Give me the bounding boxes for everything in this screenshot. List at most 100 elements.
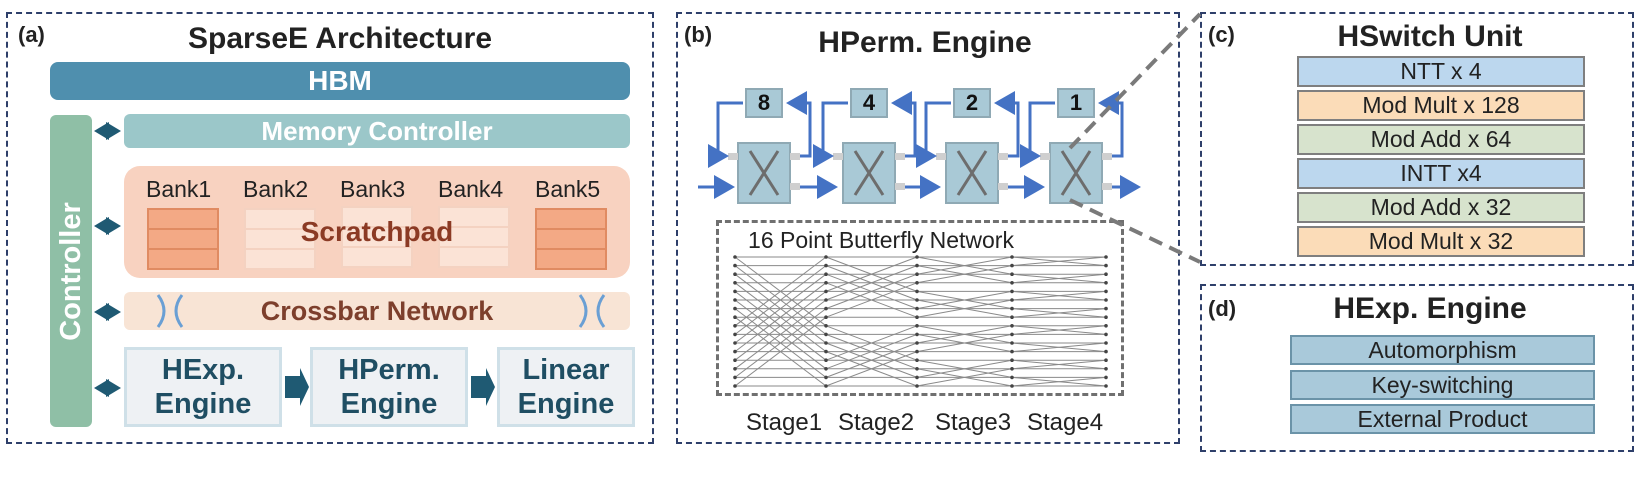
butterfly-node [915, 263, 919, 268]
feedback-arrow [1098, 91, 1124, 158]
panel-b-tag: (b) [684, 22, 713, 47]
flow-arrow-icon [285, 368, 309, 406]
butterfly-node [733, 281, 737, 285]
panel-a-tag: (a) [18, 22, 45, 47]
butterfly-node [824, 281, 828, 285]
zoom-line [1068, 12, 1202, 150]
butterfly-node [1010, 332, 1014, 337]
bank2-cell [244, 248, 316, 270]
butterfly-node [733, 324, 737, 328]
butterfly-node [733, 289, 737, 294]
butterfly-edge [734, 308, 827, 378]
switch-port [998, 153, 1008, 160]
butterfly-node [1010, 289, 1014, 294]
butterfly-node [1010, 281, 1014, 285]
switch-port [1102, 153, 1112, 160]
butterfly-edge [825, 325, 918, 361]
butterfly-node [915, 298, 919, 302]
butterfly-node [1010, 358, 1014, 363]
hbm-bar: HBM [50, 62, 630, 100]
butterfly-node [1010, 384, 1014, 388]
butterfly-edge [916, 359, 1013, 378]
butterfly-edge [1011, 308, 1107, 318]
butterfly-edge [916, 368, 1013, 387]
butterfly-edge [734, 256, 827, 327]
stage-label-4: Stage4 [1027, 409, 1104, 436]
switch-port [895, 183, 905, 190]
butterfly-node [824, 272, 828, 277]
butterfly-edge [1011, 325, 1107, 335]
butterfly-edge [1011, 342, 1107, 353]
stage-label-1: Stage1 [746, 409, 823, 436]
crossbar-label: Crossbar Network [260, 295, 494, 326]
hexp-engine-label: HExp. Engine [154, 354, 252, 420]
memory-controller-label: Memory Controller [261, 115, 493, 146]
butterfly-node [1010, 375, 1014, 380]
linear-engine-box: Linear Engine [497, 347, 635, 427]
panel-b-title: HPerm. Engine [818, 26, 1032, 59]
butterfly-edge [825, 342, 918, 378]
butterfly-node [1010, 263, 1014, 268]
panel-d [1200, 284, 1634, 452]
butterfly-edge [734, 299, 827, 370]
bank5-cell [535, 248, 607, 270]
hswitch-row-modmult-32: Mod Mult x 32 [1297, 226, 1585, 257]
butterfly-node [733, 263, 737, 268]
butterfly-node [824, 384, 828, 388]
butterfly-node [1010, 272, 1014, 277]
butterfly-edge [916, 333, 1013, 353]
butterfly-network [733, 255, 1108, 388]
butterfly-node [915, 289, 919, 294]
hperm-engine-box: HPerm. Engine [310, 347, 468, 427]
butterfly-node [733, 306, 737, 311]
butterfly-node [733, 272, 737, 277]
butterfly-node [1010, 315, 1014, 320]
butterfly-node [733, 341, 737, 345]
switch-port [998, 183, 1008, 190]
hswitch-row-modmult-128: Mod Mult x 128 [1297, 90, 1585, 121]
butterfly-node [915, 324, 919, 328]
butterfly-node [1104, 298, 1108, 302]
hswitch-row-intt: INTT x4 [1297, 158, 1585, 189]
panel-a-title: SparseE Architecture [187, 22, 492, 55]
butterfly-edge [1011, 359, 1107, 370]
butterfly-edge [734, 282, 827, 352]
linear-engine-label: Linear Engine [517, 354, 615, 420]
butterfly-node [1010, 341, 1014, 345]
switch-port [1102, 183, 1112, 190]
panel-c [1200, 12, 1634, 266]
delay-label-8: 8 [757, 90, 771, 115]
delay-label-4: 4 [862, 90, 876, 115]
feedback-arrow [916, 101, 951, 168]
scratchpad-label-wrap: Scratchpad [124, 214, 630, 250]
switch-stages [698, 91, 1141, 204]
butterfly-node [1104, 384, 1108, 388]
butterfly-node [915, 332, 919, 337]
butterfly-node [733, 384, 737, 388]
bank-label-5: Bank5 [535, 176, 601, 202]
butterfly-edge [916, 265, 1013, 284]
stage-label-3: Stage3 [935, 409, 1012, 436]
butterfly-node [1104, 332, 1108, 337]
controller-bar: Controller [50, 115, 92, 427]
butterfly-edge [916, 256, 1013, 275]
switch-x-icon [853, 150, 885, 196]
butterfly-node [1010, 349, 1014, 354]
butterfly-node [824, 315, 828, 320]
butterfly-node [1010, 367, 1014, 371]
hexp-engine-box: HExp. Engine [124, 347, 282, 427]
butterfly-node [915, 375, 919, 380]
delay-label-1: 1 [1069, 90, 1083, 115]
butterfly-title: 16 Point Butterfly Network [748, 226, 1014, 253]
bank4-cell [438, 246, 510, 268]
bank1-cell [147, 248, 219, 270]
memory-controller-bar: Memory Controller [124, 114, 630, 148]
hswitch-row-label: Mod Mult x 128 [1362, 92, 1520, 118]
butterfly-edge [734, 291, 827, 361]
panel-d-tag: (d) [1208, 296, 1237, 321]
switch-port [728, 153, 738, 160]
butterfly-node [915, 255, 919, 259]
panel-c-tag: (c) [1208, 22, 1235, 47]
delay-label-2: 2 [965, 90, 979, 115]
